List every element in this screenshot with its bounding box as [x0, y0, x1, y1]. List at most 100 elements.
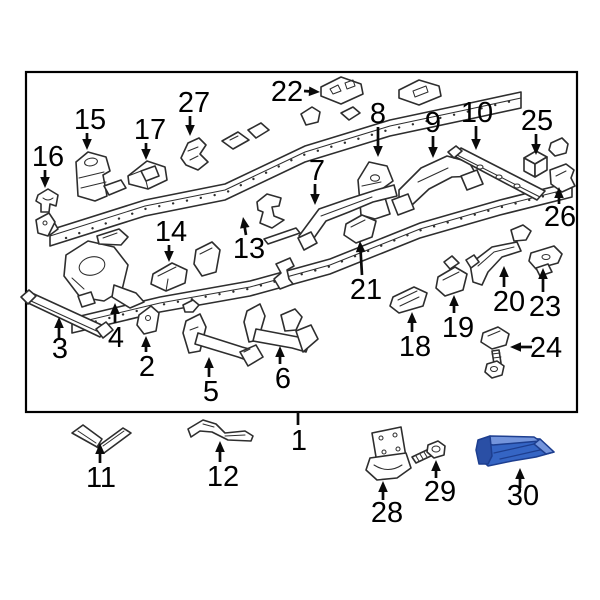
part-number-29: 29	[424, 476, 456, 508]
part-callout-18: 18	[399, 312, 431, 363]
part-callout-29: 29	[424, 460, 456, 508]
part-drawing-22	[320, 76, 364, 105]
part-number-9: 9	[425, 107, 441, 139]
part-number-15: 15	[74, 104, 106, 136]
part-number-12: 12	[207, 461, 239, 493]
part-callout-1: 1	[291, 412, 307, 457]
callout-arrow-4	[110, 303, 120, 314]
part-number-30: 30	[507, 480, 539, 512]
part-drawing-30-highlighted	[475, 435, 555, 467]
part-callout-17: 17	[134, 114, 166, 160]
part-callout-23: 23	[529, 268, 561, 323]
part-drawing-5	[182, 313, 264, 367]
part-drawing-17	[127, 160, 168, 190]
part-drawing-12	[187, 419, 254, 442]
part-callout-3: 3	[52, 317, 68, 365]
part-drawing-26	[549, 163, 576, 193]
callout-arrow-27	[185, 125, 195, 136]
part-number-3: 3	[52, 333, 68, 365]
part-number-19: 19	[442, 312, 474, 344]
part-drawing-bracket-mid	[193, 241, 221, 277]
part-number-26: 26	[544, 201, 576, 233]
part-number-16: 16	[32, 141, 64, 173]
part-number-24: 24	[530, 332, 562, 364]
part-drawing-27	[180, 137, 209, 171]
part-number-28: 28	[371, 497, 403, 529]
callout-arrow-10	[471, 139, 481, 150]
part-drawing-16	[35, 188, 59, 213]
part-number-10: 10	[461, 97, 493, 129]
callout-arrow-13	[240, 217, 250, 229]
part-number-13: 13	[233, 233, 265, 265]
part-callout-21: 21	[350, 241, 382, 306]
callout-arrow-9	[428, 147, 438, 158]
callout-arrow-14	[164, 251, 174, 262]
part-callout-6: 6	[275, 346, 291, 395]
part-callout-5: 5	[203, 357, 219, 408]
part-number-25: 25	[521, 105, 553, 137]
part-number-18: 18	[399, 331, 431, 363]
part-drawing-10	[447, 145, 546, 201]
part-callout-7: 7	[309, 155, 325, 205]
part-callout-27: 27	[178, 87, 210, 136]
part-number-11: 11	[86, 462, 116, 494]
callout-arrow-11	[95, 443, 105, 454]
part-drawing-2	[136, 305, 160, 335]
part-drawing-clip-f	[35, 212, 56, 237]
part-callout-20: 20	[493, 266, 525, 318]
callout-arrow-20	[499, 266, 509, 277]
callout-arrow-15	[82, 139, 92, 150]
part-callout-26: 26	[544, 187, 576, 233]
part-drawing-bracket-small-a	[221, 131, 250, 150]
part-callout-19: 19	[442, 295, 474, 344]
part-number-5: 5	[203, 376, 219, 408]
part-callout-14: 14	[155, 216, 187, 262]
part-callout-22: 22	[271, 76, 320, 108]
callout-arrow-26	[554, 187, 564, 198]
part-drawing-25	[523, 150, 548, 178]
callout-arrow-23	[538, 268, 548, 279]
part-drawing-9	[391, 155, 484, 216]
part-drawing-7	[297, 184, 398, 251]
part-drawing-21	[343, 214, 377, 244]
part-drawing-11	[71, 424, 132, 454]
part-drawing-20	[465, 241, 522, 286]
callout-arrow-29	[431, 460, 441, 471]
callout-arrow-2	[141, 336, 151, 347]
part-drawing-28	[365, 426, 412, 481]
callout-arrow-19	[449, 295, 459, 306]
part-number-17: 17	[134, 114, 166, 146]
callout-arrow-6	[275, 346, 285, 357]
part-callout-28: 28	[371, 481, 403, 529]
part-callout-13: 13	[233, 217, 265, 265]
part-callout-2: 2	[139, 336, 155, 383]
part-drawing-3	[20, 289, 114, 339]
part-number-7: 7	[309, 155, 325, 187]
part-drawing-15	[75, 151, 127, 202]
part-drawing-4	[63, 240, 145, 309]
part-callout-9: 9	[425, 107, 441, 158]
callout-arrow-28	[378, 481, 388, 492]
callout-arrow-25	[531, 144, 541, 155]
part-callout-10: 10	[461, 97, 493, 150]
callout-arrow-5	[204, 357, 214, 368]
part-drawing-clip-c	[548, 137, 569, 157]
part-drawing-24	[480, 326, 510, 379]
part-callout-24: 24	[510, 332, 562, 364]
callout-arrow-16	[40, 177, 50, 188]
part-drawing-14	[150, 262, 188, 292]
callout-arrow-12	[215, 441, 225, 452]
part-number-23: 23	[529, 291, 561, 323]
part-number-22: 22	[271, 76, 303, 108]
part-callout-11: 11	[86, 443, 116, 494]
callout-arrow-24	[510, 342, 521, 352]
part-drawing-clip-d	[510, 224, 532, 242]
part-drawing-bracket-low	[96, 228, 129, 246]
callout-arrow-22	[308, 86, 320, 97]
callout-arrow-8	[373, 146, 383, 157]
part-callout-16: 16	[32, 141, 64, 188]
part-drawing-clip-b	[340, 106, 361, 121]
callout-arrow-17	[141, 149, 151, 160]
part-number-2: 2	[139, 351, 155, 383]
